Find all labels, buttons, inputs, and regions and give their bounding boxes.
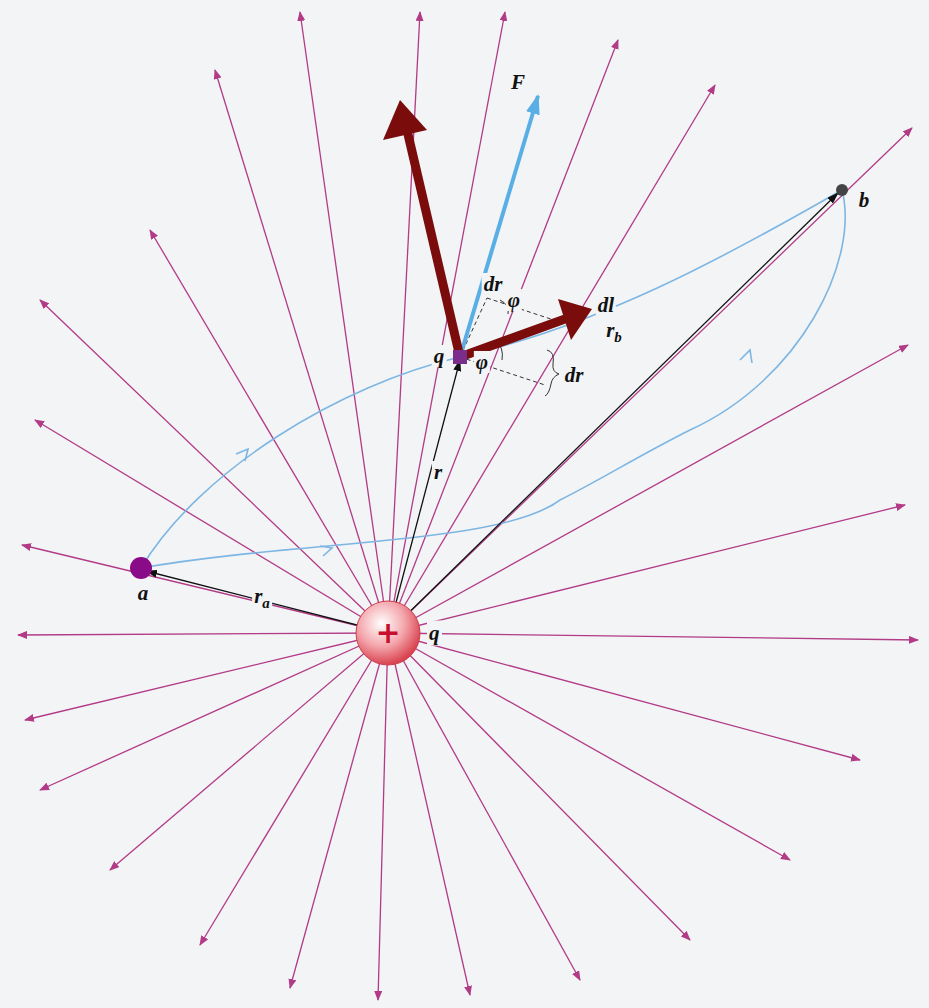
math-label: dl	[596, 294, 616, 316]
math-label: b	[857, 189, 872, 211]
charge-label: q	[427, 621, 442, 646]
math-label: q	[432, 345, 447, 367]
position-vectors	[146, 193, 838, 633]
math-label: rb	[604, 319, 624, 346]
field-lines	[18, 12, 918, 1000]
math-label: dr	[563, 364, 586, 386]
math-label: a	[136, 582, 151, 604]
point-charge: +q	[355, 600, 421, 666]
component-arrows	[383, 100, 592, 364]
point-a	[130, 557, 152, 579]
math-label: F	[509, 71, 527, 93]
construction-lines	[460, 298, 572, 396]
force-vector	[460, 96, 538, 357]
point-b	[836, 184, 848, 196]
math-label: dr	[482, 273, 505, 295]
charge-sign: +	[375, 615, 400, 650]
math-label: r	[432, 461, 444, 483]
math-label: φ	[474, 351, 490, 373]
math-label: ra	[252, 585, 272, 612]
math-label: φ	[506, 289, 522, 311]
